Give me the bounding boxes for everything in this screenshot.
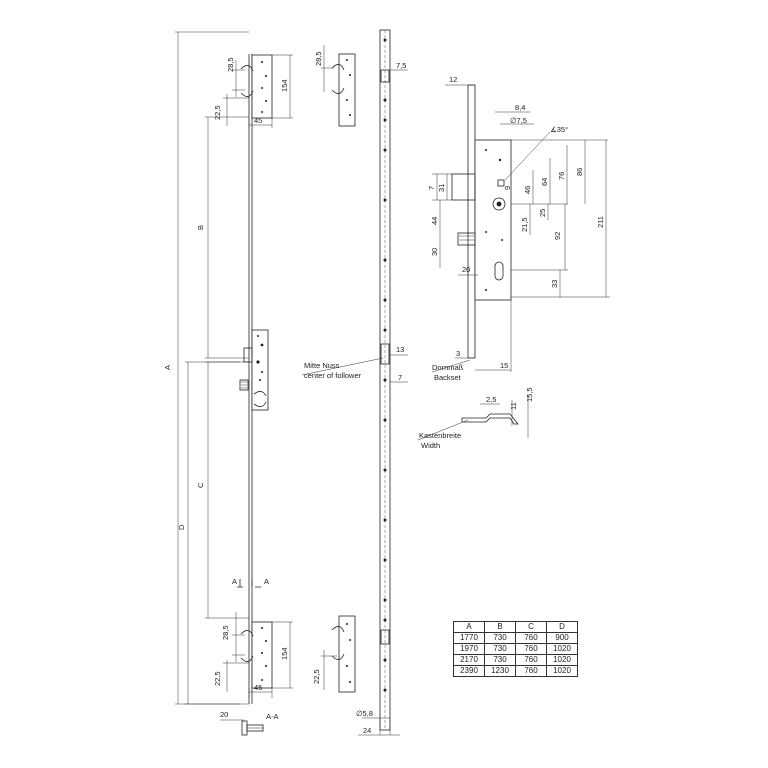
dim-22-5-midbot: 22,5 xyxy=(312,669,321,684)
dim-11: 11 xyxy=(509,402,518,410)
dim-7: 7 xyxy=(427,186,436,190)
width-en: Width xyxy=(421,441,440,450)
dim-15-5: 15,5 xyxy=(525,387,534,402)
table-header-row: A B C D xyxy=(453,621,578,633)
lock-case-detail: 12 8,4 ∅7,5 ∡35° 211 86 76 64 46 92 25 2… xyxy=(427,75,610,382)
top-strike-plate xyxy=(240,54,273,119)
table-cell: 760 xyxy=(515,654,547,666)
dim-211: 211 xyxy=(596,216,605,228)
edge-rail-view: 7,5 13 7 Mitte Nuss center of follower ∅… xyxy=(301,29,408,736)
section-label: A-A xyxy=(266,712,279,721)
label-d: D xyxy=(177,524,186,530)
dim-45-top: 45 xyxy=(254,116,262,125)
main-lock-case xyxy=(239,329,269,411)
dim-86: 86 xyxy=(575,168,584,176)
width-de: Kastenbreite xyxy=(419,431,461,440)
dim-154-top: 154 xyxy=(280,79,289,92)
table-header-c: C xyxy=(515,621,547,633)
table-cell: 1770 xyxy=(453,632,485,644)
dim-dia-5-8: ∅5,8 xyxy=(356,709,373,718)
dim-7-mid: 7 xyxy=(398,373,402,382)
label-a: A xyxy=(163,365,172,370)
table-cell: 1970 xyxy=(453,643,485,655)
dim-25: 25 xyxy=(538,209,547,217)
dim-28-5-mid: 28,5 xyxy=(314,51,323,66)
dim-3: 3 xyxy=(456,349,460,358)
dim-20-lock: 20 xyxy=(462,265,470,274)
dimension-d: D xyxy=(177,361,240,705)
dim-7-5: 7,5 xyxy=(396,61,406,70)
dim-8-4: 8,4 xyxy=(515,103,525,112)
table-cell: 1020 xyxy=(546,665,578,677)
dimension-c: C xyxy=(196,361,249,619)
table-cell: 1230 xyxy=(484,665,516,677)
dim-2-5: 2,5 xyxy=(486,395,496,404)
section-arrow-left: A xyxy=(232,577,237,586)
dim-28-5-bot: 28,5 xyxy=(221,625,230,640)
dim-35-deg: ∡35° xyxy=(550,125,568,134)
dim-dia-7-5: ∅7,5 xyxy=(510,116,527,125)
table-cell: 2390 xyxy=(453,665,485,677)
table-cell: 900 xyxy=(546,632,578,644)
dim-45-bot: 45 xyxy=(254,683,262,692)
table-cell: 1020 xyxy=(546,654,578,666)
dim-92: 92 xyxy=(553,232,562,240)
section-arrows: A A xyxy=(232,577,269,588)
table-header-b: B xyxy=(484,621,516,633)
dim-154-bot: 154 xyxy=(280,647,289,660)
center-follower-de: Mitte Nuss xyxy=(304,361,340,370)
dim-15: 15 xyxy=(500,361,508,370)
table-row: 2170 730 760 1020 xyxy=(453,654,578,666)
dim-44: 44 xyxy=(430,217,439,225)
table-cell: 1020 xyxy=(546,643,578,655)
dimension-a: A xyxy=(163,31,249,705)
dim-20-section: 20 xyxy=(220,710,228,719)
dim-13: 13 xyxy=(396,345,404,354)
label-b: B xyxy=(196,225,205,230)
bottom-plate-dimensions: 28,5 154 22,5 45 xyxy=(213,612,293,698)
dim-46: 46 xyxy=(523,186,532,194)
table-cell: 730 xyxy=(484,632,516,644)
dimension-b: B xyxy=(196,116,249,359)
table-cell: 730 xyxy=(484,643,516,655)
table-row: 2390 1230 760 1020 xyxy=(453,665,578,677)
left-rail-view: A B C D 28,5 xyxy=(163,31,293,736)
table-cell: 760 xyxy=(515,665,547,677)
dim-12: 12 xyxy=(449,75,457,84)
backset-en: Backset xyxy=(434,373,462,382)
dimension-table: A B C D 1770 730 760 900 1970 730 760 10… xyxy=(453,621,578,677)
dim-64: 64 xyxy=(540,178,549,186)
backset-de: Dornmaß xyxy=(432,363,464,372)
top-plate-dimensions: 28,5 154 22,5 45 xyxy=(213,54,293,128)
table-cell: 760 xyxy=(515,632,547,644)
table-row: 1770 730 760 900 xyxy=(453,632,578,644)
table-cell: 730 xyxy=(484,654,516,666)
dim-30: 30 xyxy=(430,248,439,256)
section-arrow-right: A xyxy=(264,577,269,586)
dim-22-5-bot: 22,5 xyxy=(213,671,222,686)
dim-21-5: 21,5 xyxy=(520,217,529,232)
table-header-d: D xyxy=(546,621,578,633)
strike-plates-view: 28,5 22,5 xyxy=(312,45,356,693)
section-a-a: 20 A-A xyxy=(220,710,279,736)
table-header-a: A xyxy=(453,621,485,633)
dim-33: 33 xyxy=(550,280,559,288)
dim-76: 76 xyxy=(557,172,566,180)
center-follower-en: center of follower xyxy=(304,371,362,380)
dim-9: 9 xyxy=(503,186,512,190)
table-cell: 2170 xyxy=(453,654,485,666)
dim-31: 31 xyxy=(437,184,446,192)
bottom-strike-plate xyxy=(240,621,273,689)
table-row: 1970 730 760 1020 xyxy=(453,643,578,655)
dim-22-5-top: 22,5 xyxy=(213,105,222,120)
label-c: C xyxy=(196,482,205,488)
width-detail: 2,5 11 15,5 Kastenbreite Width xyxy=(417,387,534,450)
dim-24: 24 xyxy=(363,726,371,735)
dim-28-5-top: 28,5 xyxy=(226,57,235,72)
table-cell: 760 xyxy=(515,643,547,655)
